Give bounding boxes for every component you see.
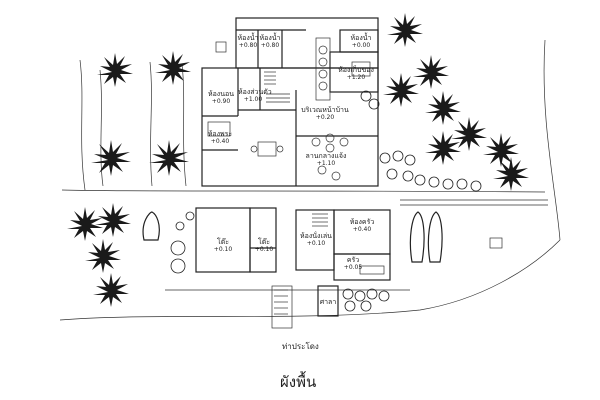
room-label: โต๊ะ+0.10 — [213, 238, 233, 253]
room-label: ศาลา — [319, 298, 337, 306]
room-label: ห้องน้ำ+0.80 — [259, 34, 281, 49]
boats — [142, 211, 503, 263]
room-label: ห้องเก็บของ+1.20 — [338, 66, 374, 81]
room-label: ห้องนอน+0.90 — [207, 90, 234, 105]
room-label: ห้องน้ำ+0.80 — [237, 34, 259, 49]
lower-buildings — [195, 207, 391, 329]
shrubs — [170, 90, 482, 312]
room-label: ห้องน้ำ+0.00 — [350, 34, 372, 49]
room-label: ห้องส่วนตัว+1.00 — [238, 88, 272, 103]
plan-title: ผังพื้น — [280, 373, 317, 391]
room-label: ห้องพระ+0.40 — [207, 130, 233, 145]
pier-label: ท่าประโดง — [282, 342, 319, 351]
room-label: บริเวณหน้าบ้าน+0.20 — [301, 106, 349, 121]
palm-trees — [67, 13, 529, 307]
room-label: ครัว+0.05 — [343, 256, 363, 271]
upper-house — [201, 17, 379, 187]
room-label: ห้องครัว+0.40 — [349, 218, 375, 233]
room-label: ลานกลางแจ้ง+1.10 — [305, 152, 347, 167]
room-label: ห้องนั่งเล่น+0.10 — [300, 232, 332, 247]
site-boundary — [59, 39, 561, 321]
room-label: โต๊ะ+0.10 — [254, 238, 274, 253]
